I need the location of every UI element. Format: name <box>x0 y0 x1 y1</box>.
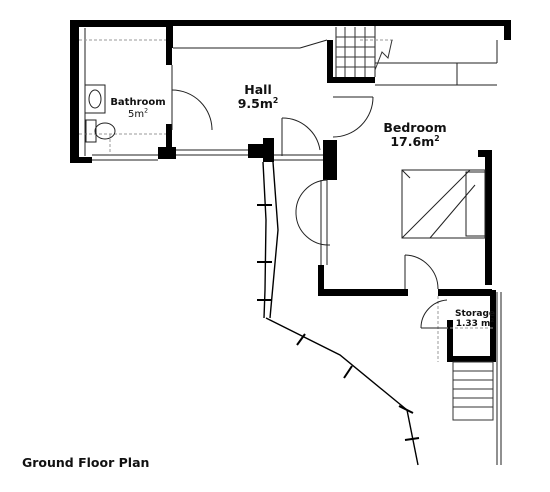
stair-wall-west <box>327 40 333 80</box>
north-wall <box>166 20 511 26</box>
bedroom-pier <box>323 140 337 180</box>
bedroom-east-wall <box>485 155 492 285</box>
storage-label: Storage 1.33 m2 <box>451 309 499 330</box>
dashed-lines <box>79 39 493 362</box>
upper-stairs <box>336 27 393 77</box>
hall-label: Hall 9.5m2 <box>228 82 288 112</box>
boundary <box>262 161 419 466</box>
storage-name: Storage <box>454 309 496 319</box>
bedroom-south-wall <box>318 289 408 296</box>
sink-icon <box>84 84 106 114</box>
bedroom-east-step <box>478 150 492 157</box>
hall-area: 9.5m2 <box>237 96 279 112</box>
lower-stairs <box>452 361 494 421</box>
toilet-icon <box>85 119 97 143</box>
partition-top <box>166 40 172 65</box>
storage-east-wall <box>490 290 496 362</box>
storage-west-wall <box>447 320 453 362</box>
bedroom-name: Bedroom <box>383 120 447 135</box>
north-east-step <box>504 20 511 40</box>
boundary-ticks <box>257 204 420 441</box>
bathroom-west-wall <box>70 20 79 163</box>
hall-name: Hall <box>244 82 272 97</box>
doors <box>171 89 448 329</box>
wall-pier <box>158 147 176 159</box>
bathroom-area: 5m2 <box>127 107 149 120</box>
bathroom-label: Bathroom 5m2 <box>108 97 168 120</box>
wall-pier-3 <box>263 138 274 162</box>
storage-south-wall <box>447 356 493 362</box>
hall-north-step <box>166 20 173 48</box>
thin-lines <box>84 26 502 465</box>
storage-area: 1.33 m2 <box>455 318 495 330</box>
walls <box>70 20 511 362</box>
bed-icon <box>401 169 486 239</box>
bathroom-south-wall-left <box>70 157 92 163</box>
bedroom-south-wall-right <box>438 289 492 296</box>
stair-wall-south <box>327 77 375 83</box>
plan-title: Ground Floor Plan <box>22 455 150 470</box>
partition-bottom <box>166 124 172 151</box>
bathroom-north-wall <box>70 20 170 27</box>
bathroom-name: Bathroom <box>110 97 166 108</box>
bedroom-label: Bedroom 17.6m2 <box>375 120 455 150</box>
bathroom-fixtures <box>84 84 116 143</box>
bedroom-sw-wall <box>318 265 324 295</box>
bedroom-area: 17.6m2 <box>390 134 440 150</box>
